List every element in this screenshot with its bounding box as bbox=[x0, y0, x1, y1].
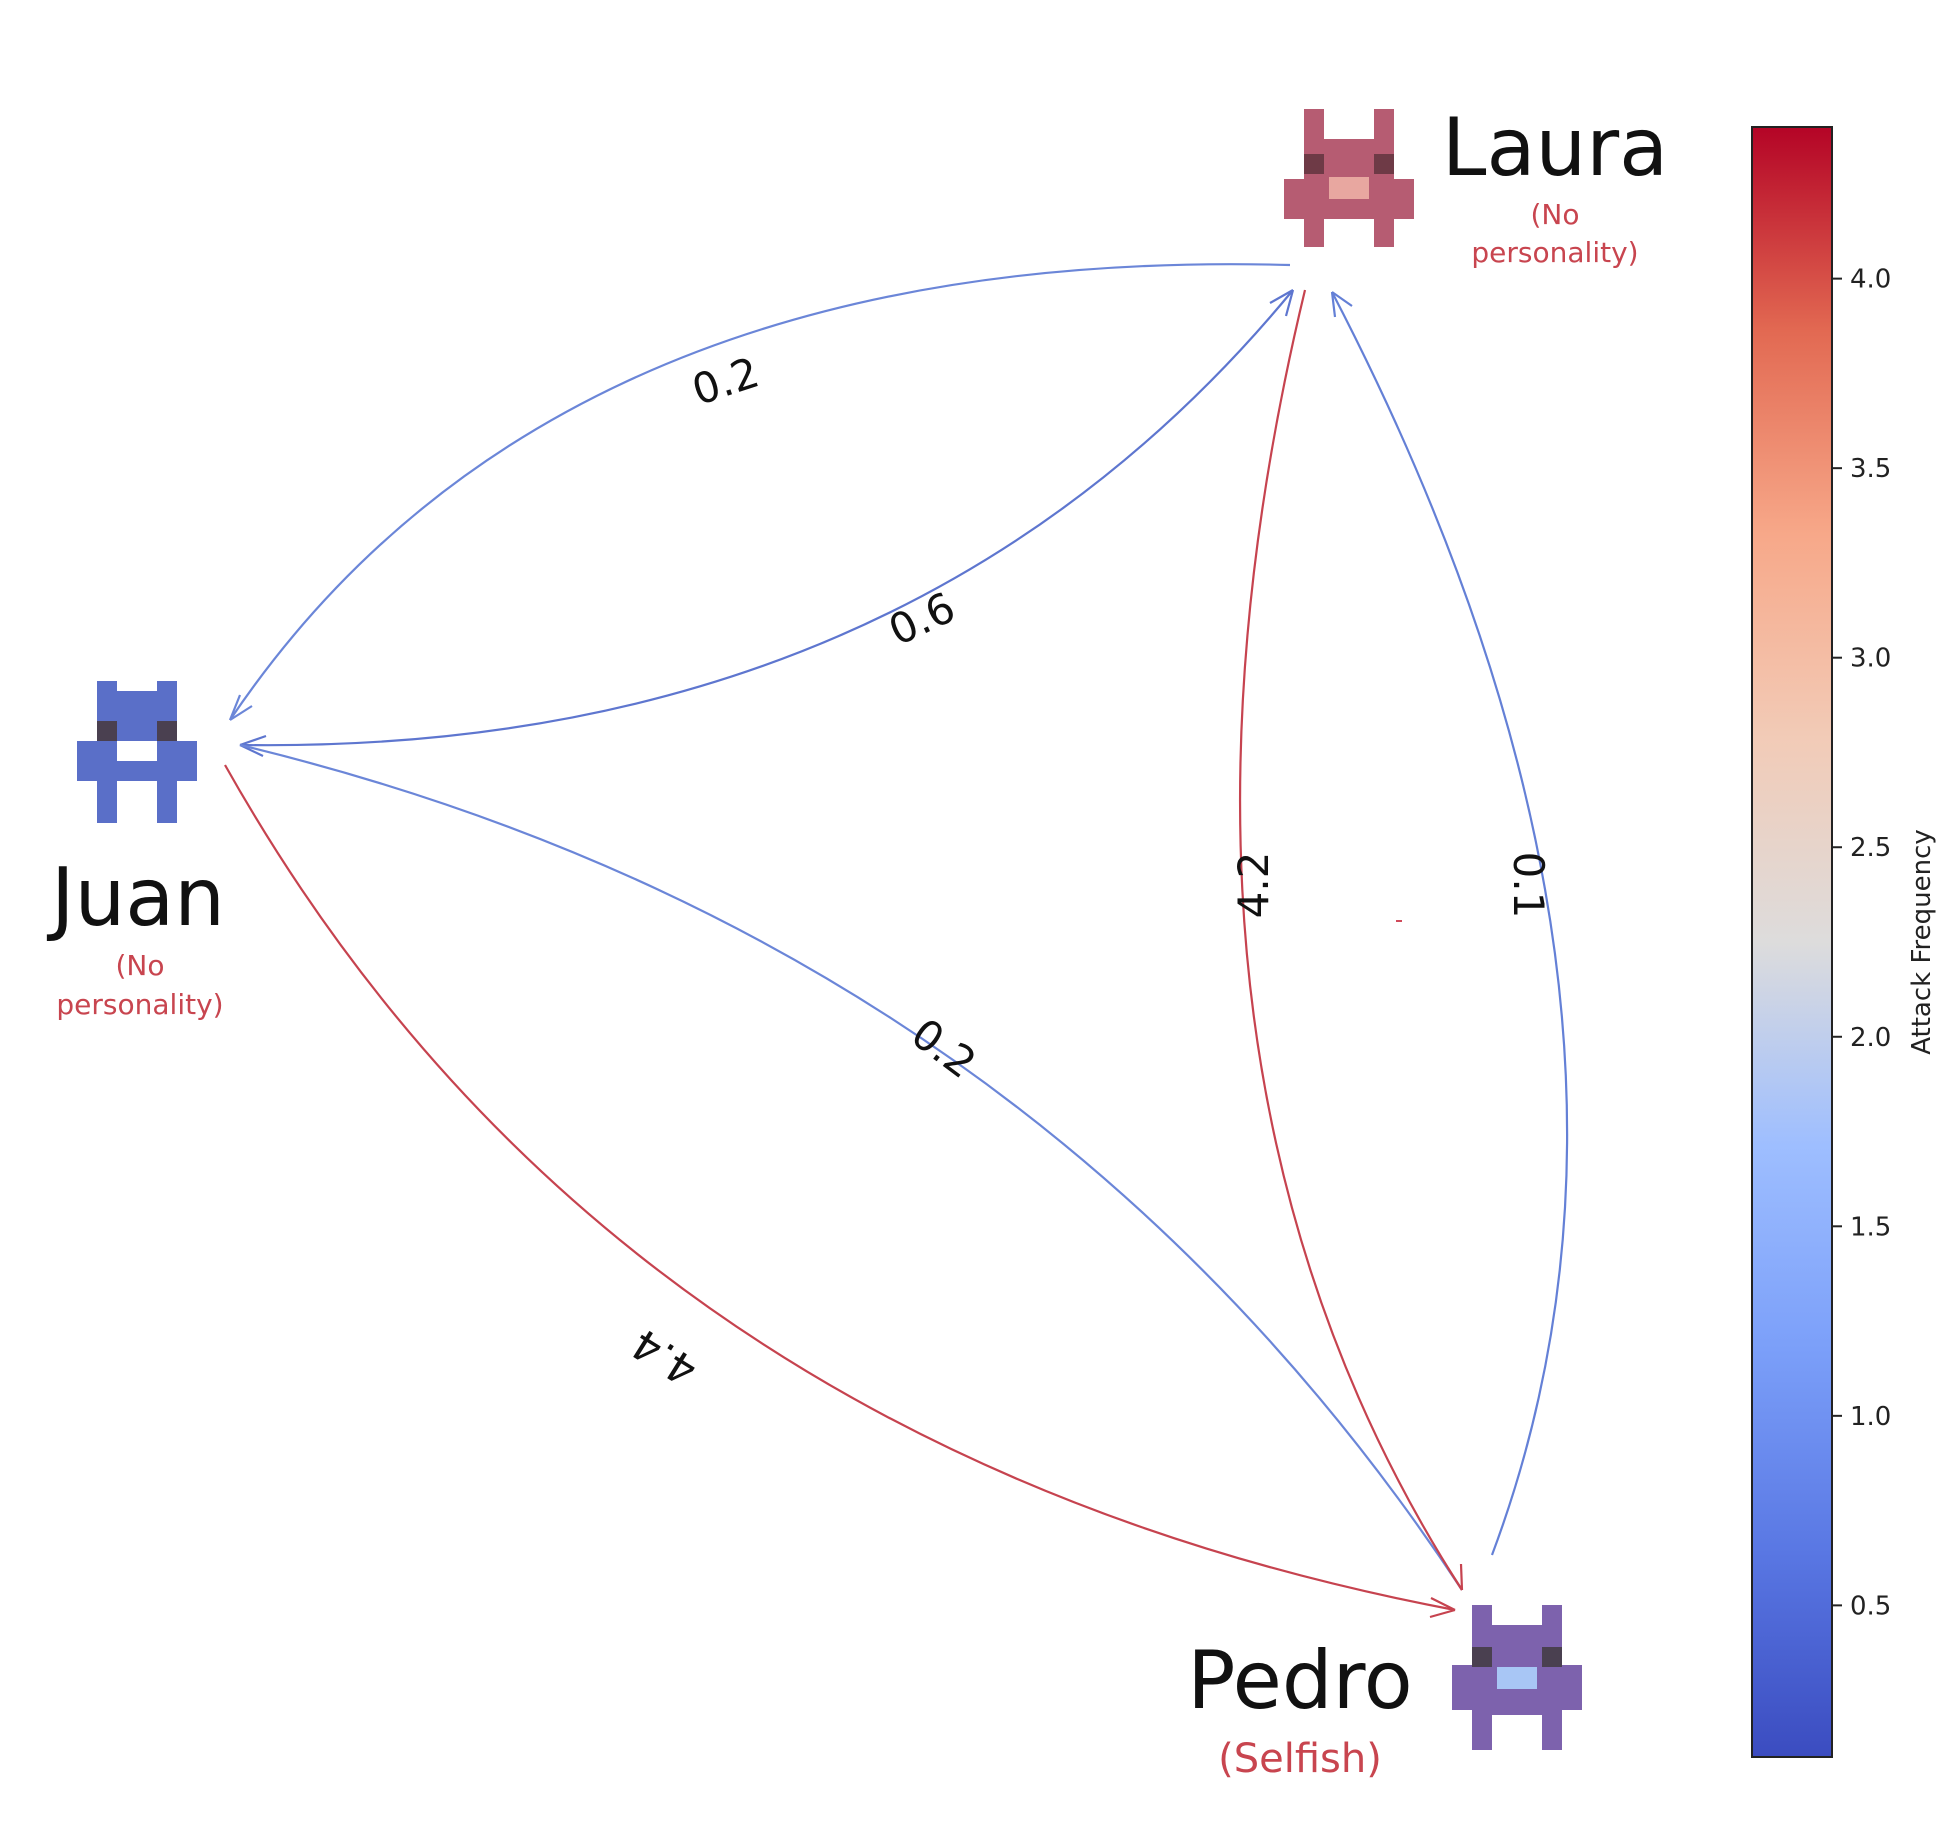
colorbar-tick-label: 3.0 bbox=[1850, 644, 1891, 674]
edge-label-juan-pedro: 4.4 bbox=[623, 1319, 706, 1396]
edge-label-laura-juan-inner: 0.6 bbox=[881, 583, 962, 656]
edge-pedro-laura bbox=[1331, 291, 1569, 1556]
arrowhead-juan-from-laura-outer bbox=[228, 694, 253, 721]
pedro-avatar-icon bbox=[1452, 1605, 1582, 1750]
edge-label-pedro-laura: 0.1 bbox=[1504, 852, 1553, 919]
colorbar-tick-label: 4.0 bbox=[1850, 265, 1891, 295]
edge-laura-pedro bbox=[1238, 289, 1463, 1591]
juan-personality-line1: (No bbox=[116, 949, 165, 982]
juan-avatar-icon bbox=[77, 681, 197, 823]
edge-labels: 0.2 0.6 0.2 4.4 4.2 0.1 bbox=[623, 348, 1553, 1396]
laura-personality-line1: (No bbox=[1531, 198, 1580, 231]
arrowhead-laura-from-pedro bbox=[1330, 291, 1353, 318]
pedro-personality: (Selfish) bbox=[1218, 1736, 1382, 1782]
edge-label-laura-pedro: 4.2 bbox=[1229, 852, 1278, 919]
colorbar-tick-label: 1.5 bbox=[1850, 1212, 1891, 1242]
colorbar-tick-label: 3.5 bbox=[1850, 454, 1891, 484]
edge-laura-juan-outer bbox=[229, 263, 1291, 721]
colorbar-tick-label: 1.0 bbox=[1850, 1402, 1891, 1432]
edge-label-laura-juan-outer: 0.2 bbox=[686, 348, 765, 415]
juan-name: Juan bbox=[46, 851, 225, 944]
edge-laura-juan-inner bbox=[239, 289, 1294, 747]
colorbar-tick-label: 2.0 bbox=[1850, 1023, 1891, 1053]
node-juan: Juan (No personality) bbox=[46, 681, 225, 1021]
colorbar-tick-label: 2.5 bbox=[1850, 833, 1891, 863]
arrowhead-pedro-from-juan bbox=[1429, 1597, 1456, 1619]
pedro-name: Pedro bbox=[1187, 1634, 1412, 1727]
arrowhead-pedro-from-laura bbox=[1447, 1563, 1464, 1591]
colorbar-tick-label: 0.5 bbox=[1850, 1591, 1891, 1621]
edges bbox=[224, 263, 1569, 1619]
arrowhead-laura-from-juan-inner bbox=[1269, 289, 1295, 317]
colorbar: 0.5 1.0 1.5 2.0 2.5 3.0 3.5 4.0 Attack Frequenc… bbox=[1751, 126, 1937, 1758]
laura-name: Laura bbox=[1442, 101, 1668, 194]
colorbar-gradient bbox=[1751, 126, 1833, 1758]
laura-personality-line2: personality) bbox=[1471, 236, 1638, 269]
edge-label-pedro-juan: 0.2 bbox=[902, 1009, 985, 1088]
stray-mark bbox=[1396, 920, 1402, 922]
colorbar-ticks: 0.5 1.0 1.5 2.0 2.5 3.0 3.5 4.0 bbox=[1832, 265, 1891, 1621]
node-pedro: Pedro (Selfish) bbox=[1187, 1605, 1582, 1782]
juan-personality-line2: personality) bbox=[56, 988, 223, 1021]
node-laura: Laura (No personality) bbox=[1284, 101, 1668, 269]
edge-pedro-juan bbox=[239, 743, 1463, 1591]
colorbar-label: Attack Frequency bbox=[1907, 829, 1937, 1055]
edge-juan-pedro bbox=[224, 764, 1456, 1612]
laura-avatar-icon bbox=[1284, 109, 1414, 247]
